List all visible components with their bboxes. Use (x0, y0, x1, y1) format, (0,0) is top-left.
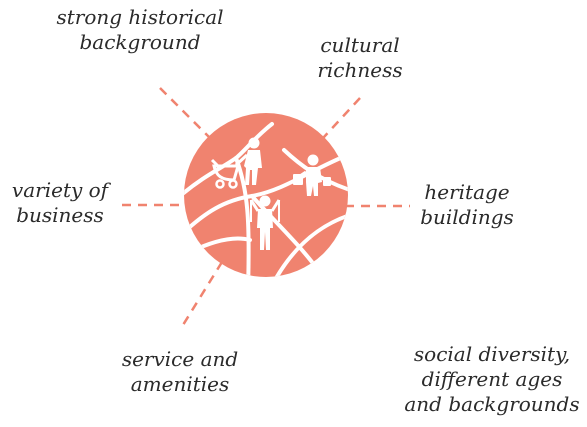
label-service-and-amenities: service and amenities (95, 347, 265, 397)
connector-cultural (311, 97, 361, 151)
label-line: business (16, 203, 104, 227)
label-heritage-buildings: heritage buildings (402, 180, 532, 230)
label-line: background (79, 30, 201, 54)
label-line: social diversity, (413, 342, 571, 366)
central-circle (184, 113, 348, 277)
label-line: richness (317, 58, 403, 82)
connector-service (181, 261, 224, 326)
label-line: cultural (320, 33, 400, 57)
pram-person-icon (210, 137, 262, 189)
label-cultural-richness: cultural richness (290, 33, 430, 83)
label-line: and backgrounds (404, 392, 580, 416)
label-line: service and (121, 347, 239, 371)
connector-lines (122, 87, 410, 326)
shopping-person-icon (293, 154, 331, 196)
label-line: strong historical (56, 5, 224, 29)
label-line: buildings (420, 205, 514, 229)
label-historical-background: strong historical background (40, 5, 240, 55)
label-variety-of-business: variety of business (0, 178, 120, 228)
label-line: different ages (421, 367, 563, 391)
label-line: variety of (11, 178, 109, 202)
label-line: amenities (130, 372, 230, 396)
hiker-icon (249, 195, 281, 250)
label-social-diversity: social diversity, different ages and bac… (398, 342, 586, 417)
label-line: heritage (424, 180, 510, 204)
